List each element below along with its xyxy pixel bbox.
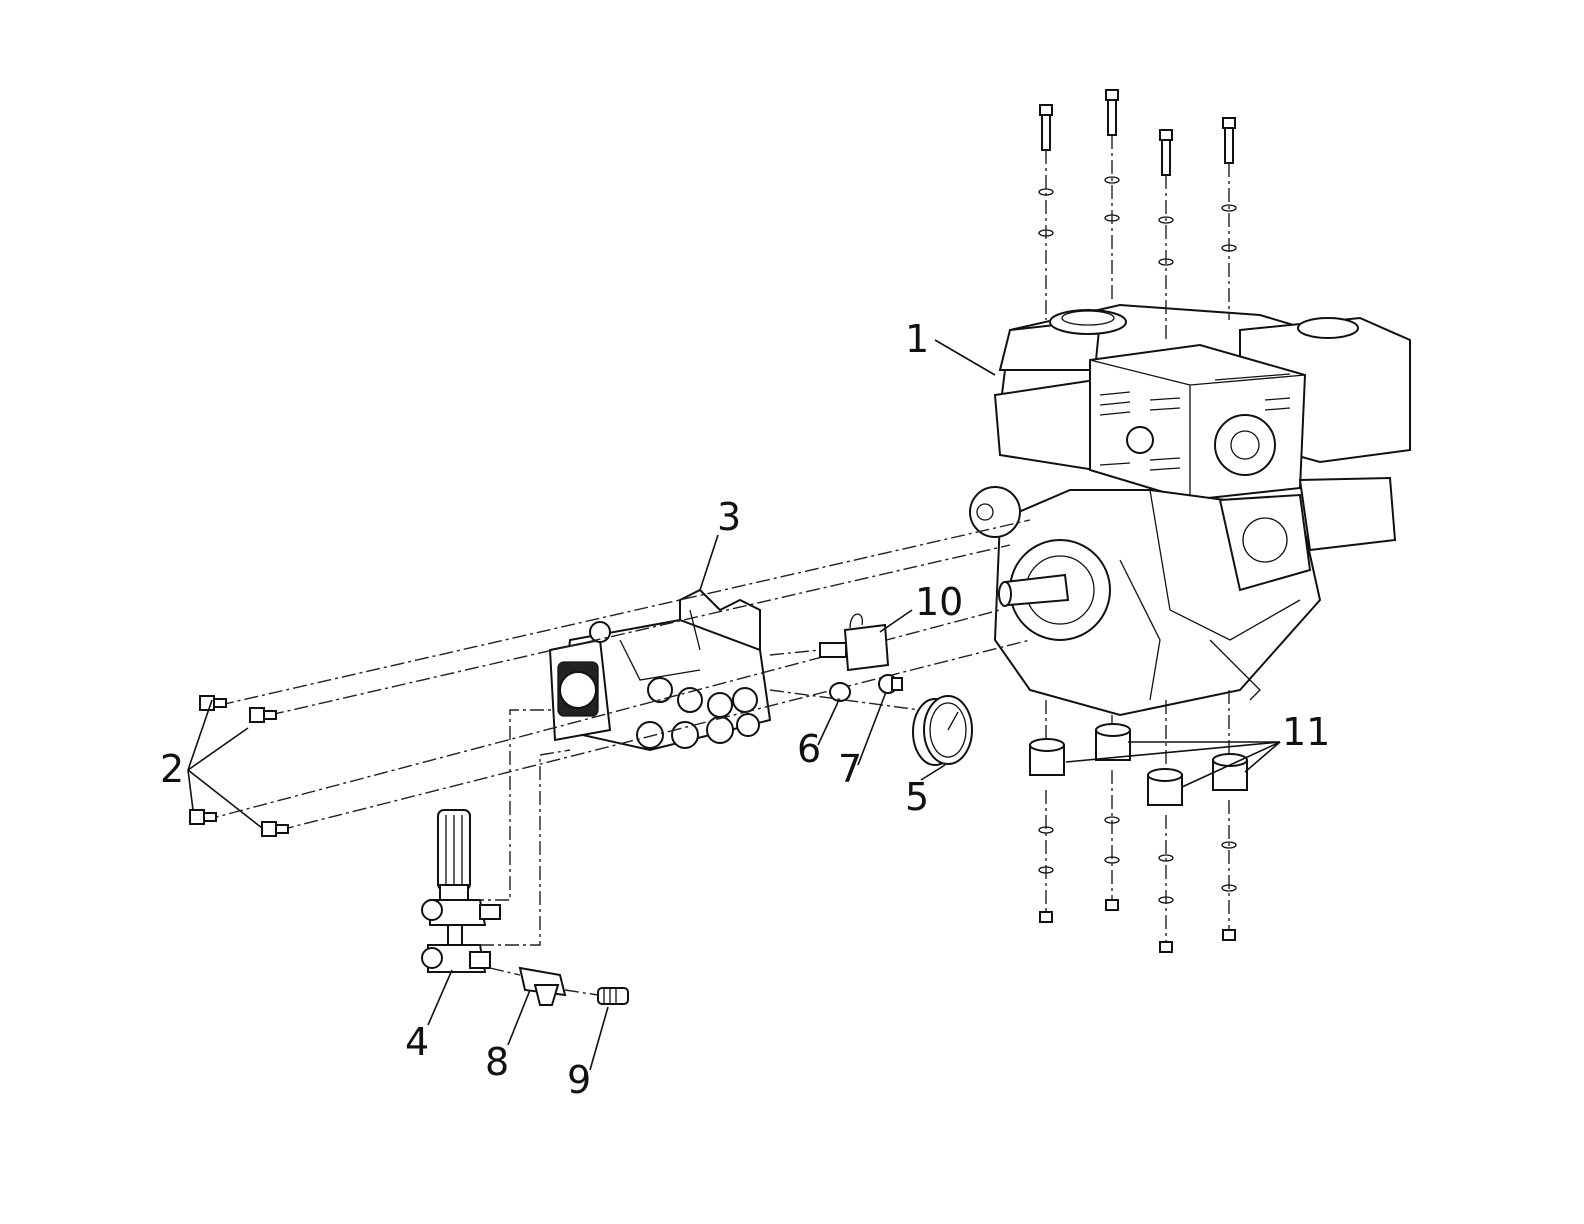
filter-icon xyxy=(489,966,567,1006)
bolt-icon xyxy=(189,695,289,837)
callout-5: 5 xyxy=(905,775,929,819)
callout-8: 8 xyxy=(485,1040,509,1084)
callout-2: 2 xyxy=(160,747,184,791)
callout-10: 10 xyxy=(915,580,963,624)
unloader-valve-icon xyxy=(421,809,501,973)
callout-6: 6 xyxy=(797,727,821,771)
thermal-relief-valve-icon xyxy=(769,613,890,672)
engine-top-bolt-stack xyxy=(1038,89,1237,340)
gauge-alignment-line xyxy=(769,689,921,711)
connector-icon xyxy=(564,987,629,1005)
pump-icon xyxy=(548,588,772,752)
callout-3: 3 xyxy=(717,495,741,539)
fitting-icon xyxy=(878,674,903,694)
callout-11: 11 xyxy=(1282,710,1330,754)
plug-icon xyxy=(829,682,851,702)
callout-4: 4 xyxy=(405,1020,429,1064)
callout-9: 9 xyxy=(567,1058,591,1102)
callout-1: 1 xyxy=(905,317,929,361)
pressure-gauge-icon xyxy=(912,695,973,766)
engine-icon xyxy=(969,303,1411,717)
vibration-mount-icon xyxy=(1029,690,1248,953)
leader-lines xyxy=(187,339,1281,1071)
callout-7: 7 xyxy=(838,747,862,791)
